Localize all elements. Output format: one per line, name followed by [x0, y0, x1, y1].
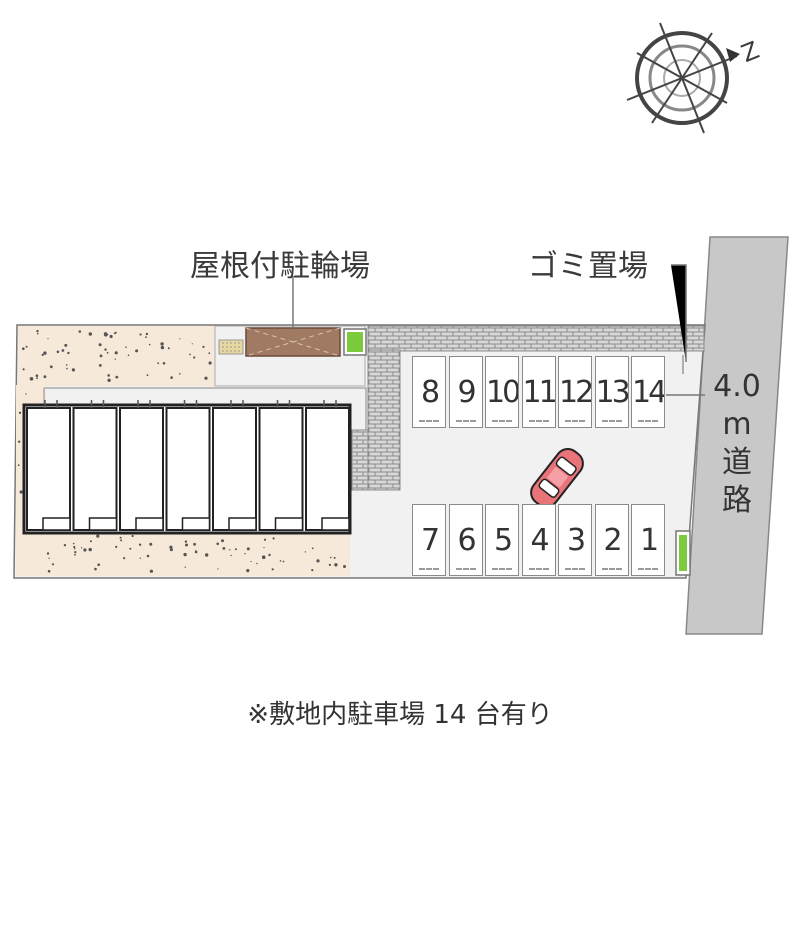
- parking-spot-number: 11: [522, 375, 555, 410]
- parking-spot: 11: [521, 356, 556, 428]
- apartment-unit: [305, 407, 350, 531]
- apartment-unit: [72, 407, 118, 531]
- car-icon: [530, 448, 584, 508]
- parking-spot-number: 5: [493, 523, 513, 558]
- parking-spot: 2: [594, 504, 629, 576]
- road-width: 4.0: [713, 369, 761, 404]
- brick-wall-top: [367, 325, 705, 352]
- parking-spot: 4: [521, 504, 556, 576]
- apartment-unit: [258, 407, 304, 531]
- apartment-unit: [119, 407, 164, 531]
- road-unit: m: [722, 407, 752, 442]
- brick-wall-side: [367, 349, 401, 491]
- parking-spot-number: 13: [595, 375, 628, 410]
- parking-spot: 1: [631, 504, 665, 576]
- apartment-unit: [212, 407, 257, 531]
- parking-spot: 14: [631, 356, 665, 428]
- parking-footnote: ※敷地内駐車場 14 台有り: [247, 700, 553, 730]
- parking-spot: 12: [558, 356, 592, 428]
- parking-spot-number: 6: [457, 523, 476, 558]
- parking-spot: 6: [448, 504, 483, 576]
- road-label: 4.0 m 道 路: [708, 368, 766, 520]
- garden-bottom: [16, 532, 350, 576]
- apartment-unit: [165, 407, 211, 531]
- parking-spot-number: 9: [457, 375, 476, 410]
- parking-spot-number: 8: [420, 375, 440, 410]
- apartment-building: [22, 400, 352, 535]
- apartment-unit: [26, 407, 71, 531]
- north-compass-icon: [626, 22, 740, 134]
- parking-spot: 7: [412, 504, 446, 576]
- parking-spot-number: 4: [530, 523, 549, 558]
- parking-spot-number: 14: [632, 375, 665, 410]
- parking-spot-number: 7: [420, 523, 440, 558]
- parking-spot: 5: [485, 504, 519, 576]
- bicycle-parking-label: 屋根付駐輪場: [190, 249, 370, 284]
- parking-spot-number: 10: [486, 375, 519, 410]
- parking-spot: 9: [448, 356, 483, 428]
- parking-spot-number: 2: [603, 523, 622, 558]
- garbage-area-label: ゴミ置場: [528, 249, 648, 284]
- parking-spot: 13: [594, 356, 629, 428]
- road-char-2: 路: [722, 483, 752, 518]
- parking-spot: 10: [485, 356, 519, 428]
- parking-spot-number: 1: [639, 523, 659, 558]
- parking-spot: 8: [412, 356, 446, 428]
- parking-spot-number: 3: [566, 523, 586, 558]
- parking-spot-number: 12: [559, 375, 592, 410]
- road-char-1: 道: [722, 445, 752, 480]
- road: [685, 236, 789, 635]
- parking-spot: 3: [558, 504, 592, 576]
